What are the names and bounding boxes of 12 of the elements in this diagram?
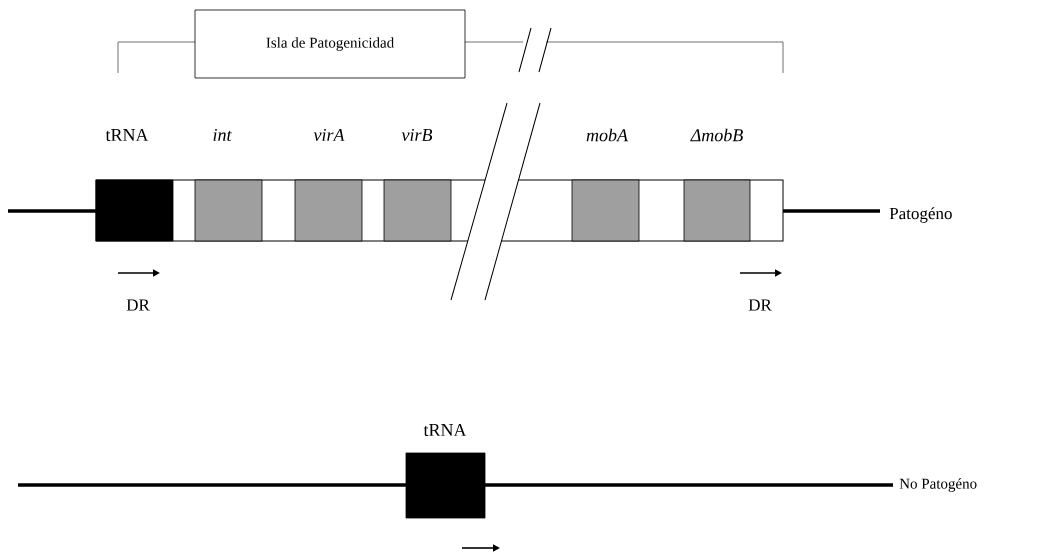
gene-label: tRNA [423, 423, 467, 437]
strain-label: No Patogéno [899, 478, 977, 492]
repeat-label: DR [748, 299, 772, 311]
gene-label: virA [313, 128, 345, 142]
strain-label: Patogéno [889, 207, 952, 223]
gene-label: int [213, 128, 232, 142]
gene-label: ΔmobB [690, 128, 743, 142]
gene-label: tRNA [105, 128, 149, 141]
gene-label: virB [401, 128, 433, 142]
repeat-label: DR [126, 299, 150, 311]
title-box: Isla de Patogenicidad [194, 9, 466, 79]
gene-label: mobA [586, 128, 629, 142]
